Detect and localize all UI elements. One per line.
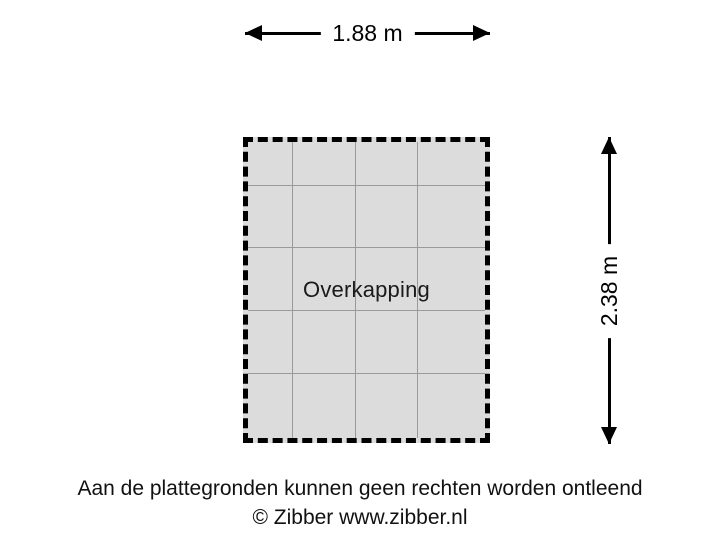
- grid-line-vertical: [417, 142, 418, 438]
- grid-line-vertical: [292, 142, 293, 438]
- room-overkapping: Overkapping: [243, 137, 490, 443]
- grid-line-vertical: [355, 142, 356, 438]
- grid-line-horizontal: [248, 310, 485, 311]
- grid-line-horizontal: [248, 373, 485, 374]
- height-dimension-label: 2.38 m: [593, 243, 627, 338]
- width-dimension-label: 1.88 m: [320, 17, 415, 51]
- grid-line-horizontal: [248, 247, 485, 248]
- room-label: Overkapping: [303, 277, 430, 302]
- footer: Aan de plattegronden kunnen geen rechten…: [0, 474, 720, 532]
- footer-credit: © Zibber www.zibber.nl: [252, 506, 468, 529]
- footer-disclaimer: Aan de plattegronden kunnen geen rechten…: [77, 477, 643, 500]
- arrow-up-icon: [601, 137, 617, 154]
- arrow-right-icon: [473, 25, 490, 41]
- arrow-down-icon: [601, 427, 617, 444]
- width-dimension: 1.88 m: [245, 17, 490, 51]
- height-dimension: 2.38 m: [593, 137, 627, 444]
- grid-line-horizontal: [248, 185, 485, 186]
- arrow-left-icon: [245, 25, 262, 41]
